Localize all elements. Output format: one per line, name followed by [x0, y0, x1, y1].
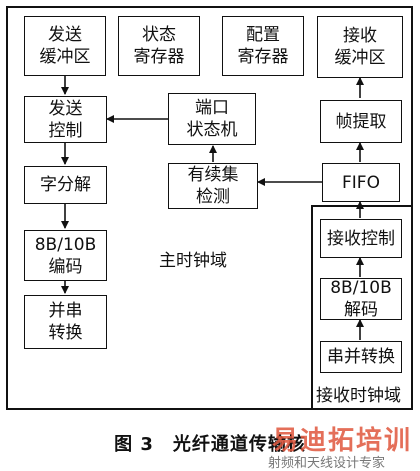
- status-register-box: 状态 寄存器: [118, 16, 200, 76]
- word-split-box: 字分解: [24, 166, 107, 204]
- config-register-box: 配置 寄存器: [222, 16, 304, 76]
- fifo-box: FIFO: [322, 163, 400, 202]
- encoder-8b10b-box: 8B/10B 编码: [24, 230, 107, 281]
- frame-extract-box: 帧提取: [320, 100, 402, 143]
- decoder-8b10b-box: 8B/10B 解码: [320, 278, 402, 320]
- figure-caption: 图 3 光纤通道传输核: [114, 434, 306, 455]
- port-state-machine-box: 端口 状态机: [168, 93, 256, 145]
- send-buffer-box: 发送 缓冲区: [24, 16, 106, 76]
- deserializer-box: 串并转换: [320, 341, 402, 373]
- receive-buffer-box: 接收 缓冲区: [317, 16, 403, 78]
- ordered-set-detect-box: 有续集 检测: [168, 163, 258, 209]
- receive-control-box: 接收控制: [320, 219, 402, 258]
- receive-clock-domain-label: 接收时钟域: [316, 386, 401, 406]
- watermark-subtitle: 射频和天线设计专家: [268, 456, 386, 471]
- send-control-box: 发送 控制: [24, 96, 107, 143]
- serializer-box: 并串 转换: [24, 295, 107, 349]
- watermark-brand: 易迪拓培训: [272, 426, 413, 456]
- main-clock-domain-label: 主时钟域: [159, 251, 227, 271]
